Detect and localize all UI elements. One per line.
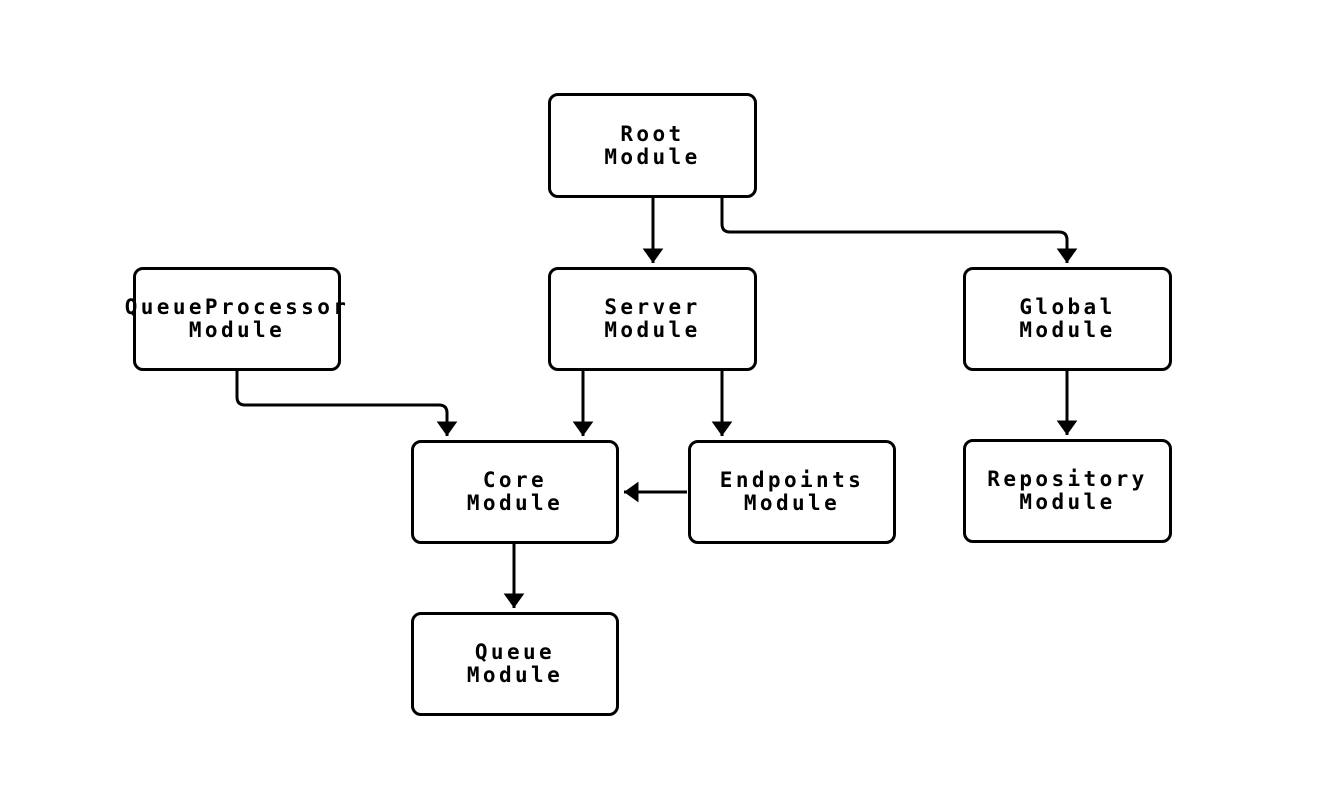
node-label: Server Module (604, 295, 701, 342)
node-label: QueueProcessor Module (124, 295, 350, 342)
node-global-module: Global Module (963, 267, 1172, 371)
edge-root-global (720, 198, 1078, 263)
node-label: Repository Module (987, 467, 1148, 514)
node-label: Global Module (1019, 295, 1116, 342)
node-label: Queue Module (466, 640, 564, 687)
node-label: Core Module (466, 468, 564, 515)
node-endpoints-module: Endpoints Module (688, 440, 896, 544)
node-server-module: Server Module (548, 267, 757, 371)
node-core-module: Core Module (411, 440, 619, 544)
node-queue-module: Queue Module (411, 612, 619, 716)
node-label: Root Module (604, 121, 701, 169)
node-queueprocessor-module: QueueProcessor Module (125, 267, 346, 371)
edge-queueprocessor-core (235, 371, 458, 436)
node-repository-module: Repository Module (963, 439, 1172, 543)
node-root-module: Root Module (548, 93, 757, 198)
node-label: Endpoints Module (719, 468, 865, 515)
